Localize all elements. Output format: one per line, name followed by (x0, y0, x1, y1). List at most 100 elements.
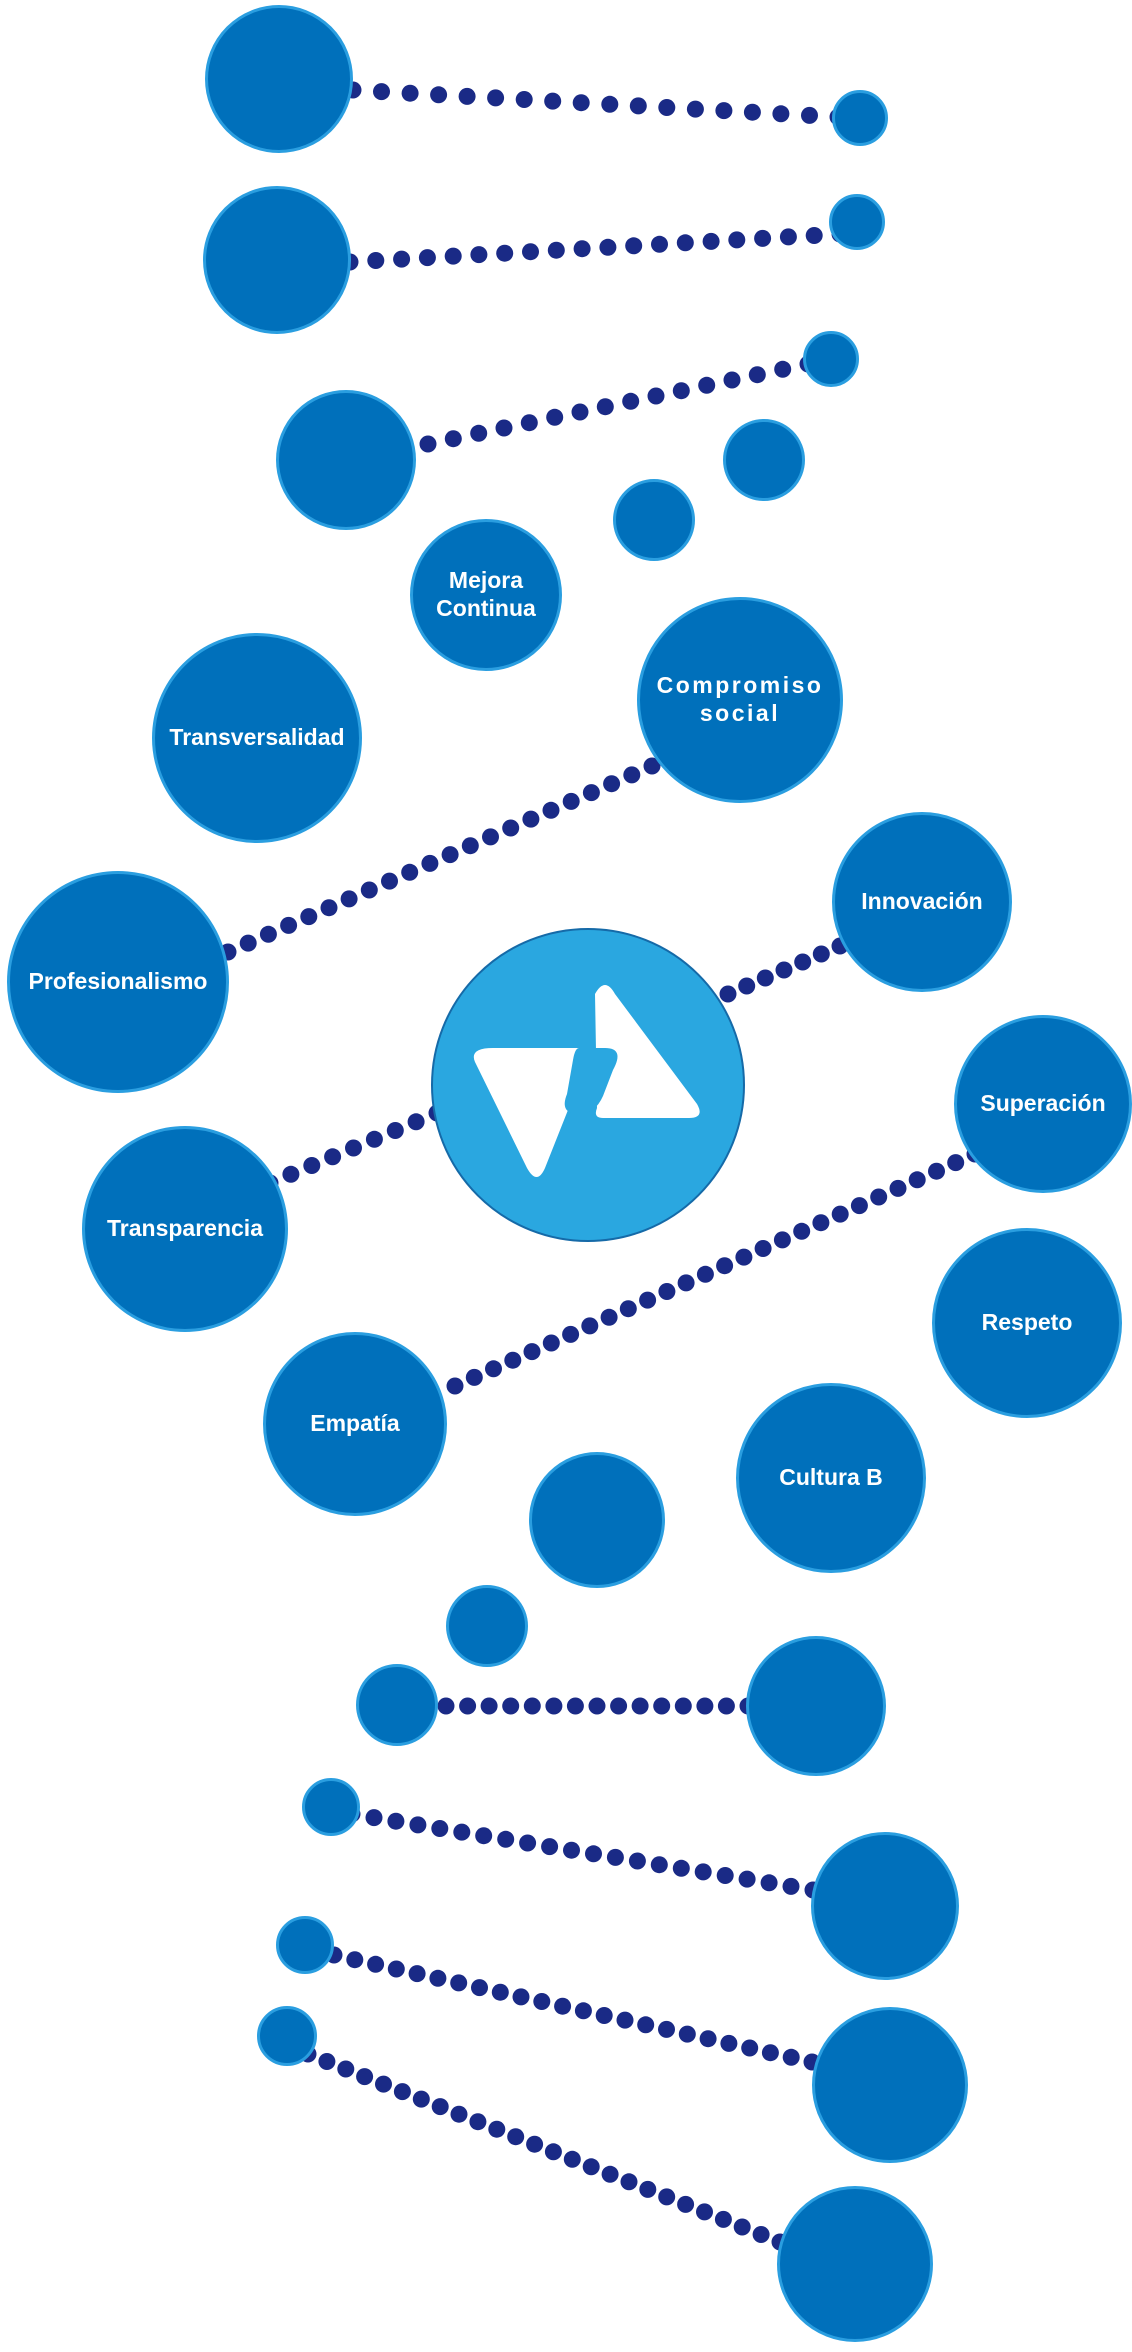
connector-dot (720, 2034, 738, 2052)
connector-dot (367, 252, 385, 269)
connector-dot (470, 424, 488, 442)
connector-dot (544, 92, 562, 110)
connector-dot (585, 1845, 602, 1863)
value-label: Transparencia (107, 1215, 263, 1242)
connector-dot (566, 1697, 584, 1715)
connector-dot (698, 376, 716, 394)
connector-dot (628, 1852, 646, 1870)
helix-node-decorative (811, 1832, 959, 1980)
value-label: Innovación (861, 888, 983, 915)
connector-dot (677, 2195, 695, 2213)
helix-node-decorative (203, 186, 351, 334)
connector-dot (502, 1697, 520, 1715)
connector-dot (760, 1874, 778, 1892)
connector-dot (471, 1979, 488, 1997)
helix-node-decorative (832, 90, 888, 146)
connector-dot (475, 1827, 493, 1845)
connector-dot (908, 1171, 926, 1189)
connector-dot (337, 2060, 355, 2078)
connector-dot (282, 1165, 300, 1183)
connector-dot (738, 1870, 756, 1888)
connector-dot (430, 86, 448, 104)
connector-dot (563, 1841, 580, 1859)
connector-dot (694, 1863, 712, 1881)
connector-dot (554, 1997, 572, 2015)
connector-dot (716, 1257, 734, 1275)
connector-dot (573, 240, 591, 258)
connector-dot (429, 1969, 447, 1987)
connector-dot (716, 1867, 734, 1884)
connector-dot (733, 2218, 751, 2236)
connector-dot (444, 247, 462, 265)
connector-dot (419, 435, 437, 453)
connector-dot (387, 1960, 405, 1978)
connector-dot (507, 2128, 525, 2146)
connector-dot (446, 1377, 464, 1395)
connector-dot (412, 2090, 430, 2108)
connector-dot (619, 1300, 637, 1318)
connector-dot (775, 961, 793, 979)
connector-dot (453, 1823, 471, 1841)
connector-dot (812, 945, 830, 963)
connector-dot (523, 1343, 541, 1361)
connector-dot (365, 1130, 383, 1148)
connector-dot (571, 403, 589, 421)
connector-dot (519, 1834, 537, 1852)
connector-dot (320, 899, 338, 917)
connector-dot (393, 2083, 411, 2101)
connector-dot (647, 387, 665, 405)
connector-dot (408, 1965, 426, 1983)
connector-dot (606, 1848, 624, 1866)
connector-dot (444, 430, 462, 448)
connector-dot (450, 1974, 468, 1992)
helix-node-decorative (777, 2186, 933, 2342)
connector-dot (623, 766, 641, 784)
connector-dot (496, 244, 514, 262)
connector-dot (533, 1993, 551, 2010)
connector-dot (401, 863, 419, 881)
connector-dot (639, 2180, 657, 2198)
connector-dot (393, 250, 411, 268)
connector-dot (522, 810, 540, 828)
connector-dot (346, 1951, 364, 1969)
value-node-empatia: Empatía (263, 1332, 447, 1516)
connector-dot (601, 2165, 619, 2183)
connector-dot (480, 1697, 498, 1715)
connector-dot (728, 231, 746, 249)
connector-dot (303, 1157, 321, 1174)
connector-dot (850, 1197, 868, 1215)
connector-dot (515, 91, 533, 108)
connector-dot (431, 2098, 449, 2116)
connector-dot (610, 1697, 628, 1715)
value-node-innovacion: Innovación (832, 812, 1012, 992)
connector-dot (754, 1240, 772, 1257)
connector-dot (756, 969, 774, 987)
connector-dot (947, 1154, 965, 1172)
connector-dot (572, 94, 590, 112)
value-node-respeto: Respeto (932, 1228, 1122, 1418)
connector-dot (629, 97, 647, 115)
connector-dot (631, 1697, 649, 1715)
connector-dot (546, 408, 564, 426)
connector-dot (367, 1955, 385, 1973)
connector-dot (523, 1697, 541, 1715)
connector-dot (748, 366, 766, 384)
connector-dot (547, 241, 565, 259)
helix-node-decorative (812, 2007, 968, 2163)
connector-dot (441, 846, 459, 864)
connector-dot (741, 2039, 759, 2057)
helix-node-decorative (302, 1778, 360, 1836)
connector-dot (545, 1697, 563, 1715)
connector-dot (601, 95, 619, 113)
connector-dot (928, 1162, 945, 1180)
helix-node-decorative (205, 5, 353, 153)
connector-dot (485, 1360, 502, 1378)
connector-dot (588, 1697, 606, 1715)
connector-dot (672, 1859, 690, 1877)
value-node-transversalidad: Transversalidad (152, 633, 362, 843)
connector-dot (418, 249, 436, 267)
connector-dot (365, 1809, 383, 1827)
connector-dot (616, 2011, 634, 2029)
connector-dot (653, 1697, 671, 1715)
connector-dot (596, 398, 614, 416)
